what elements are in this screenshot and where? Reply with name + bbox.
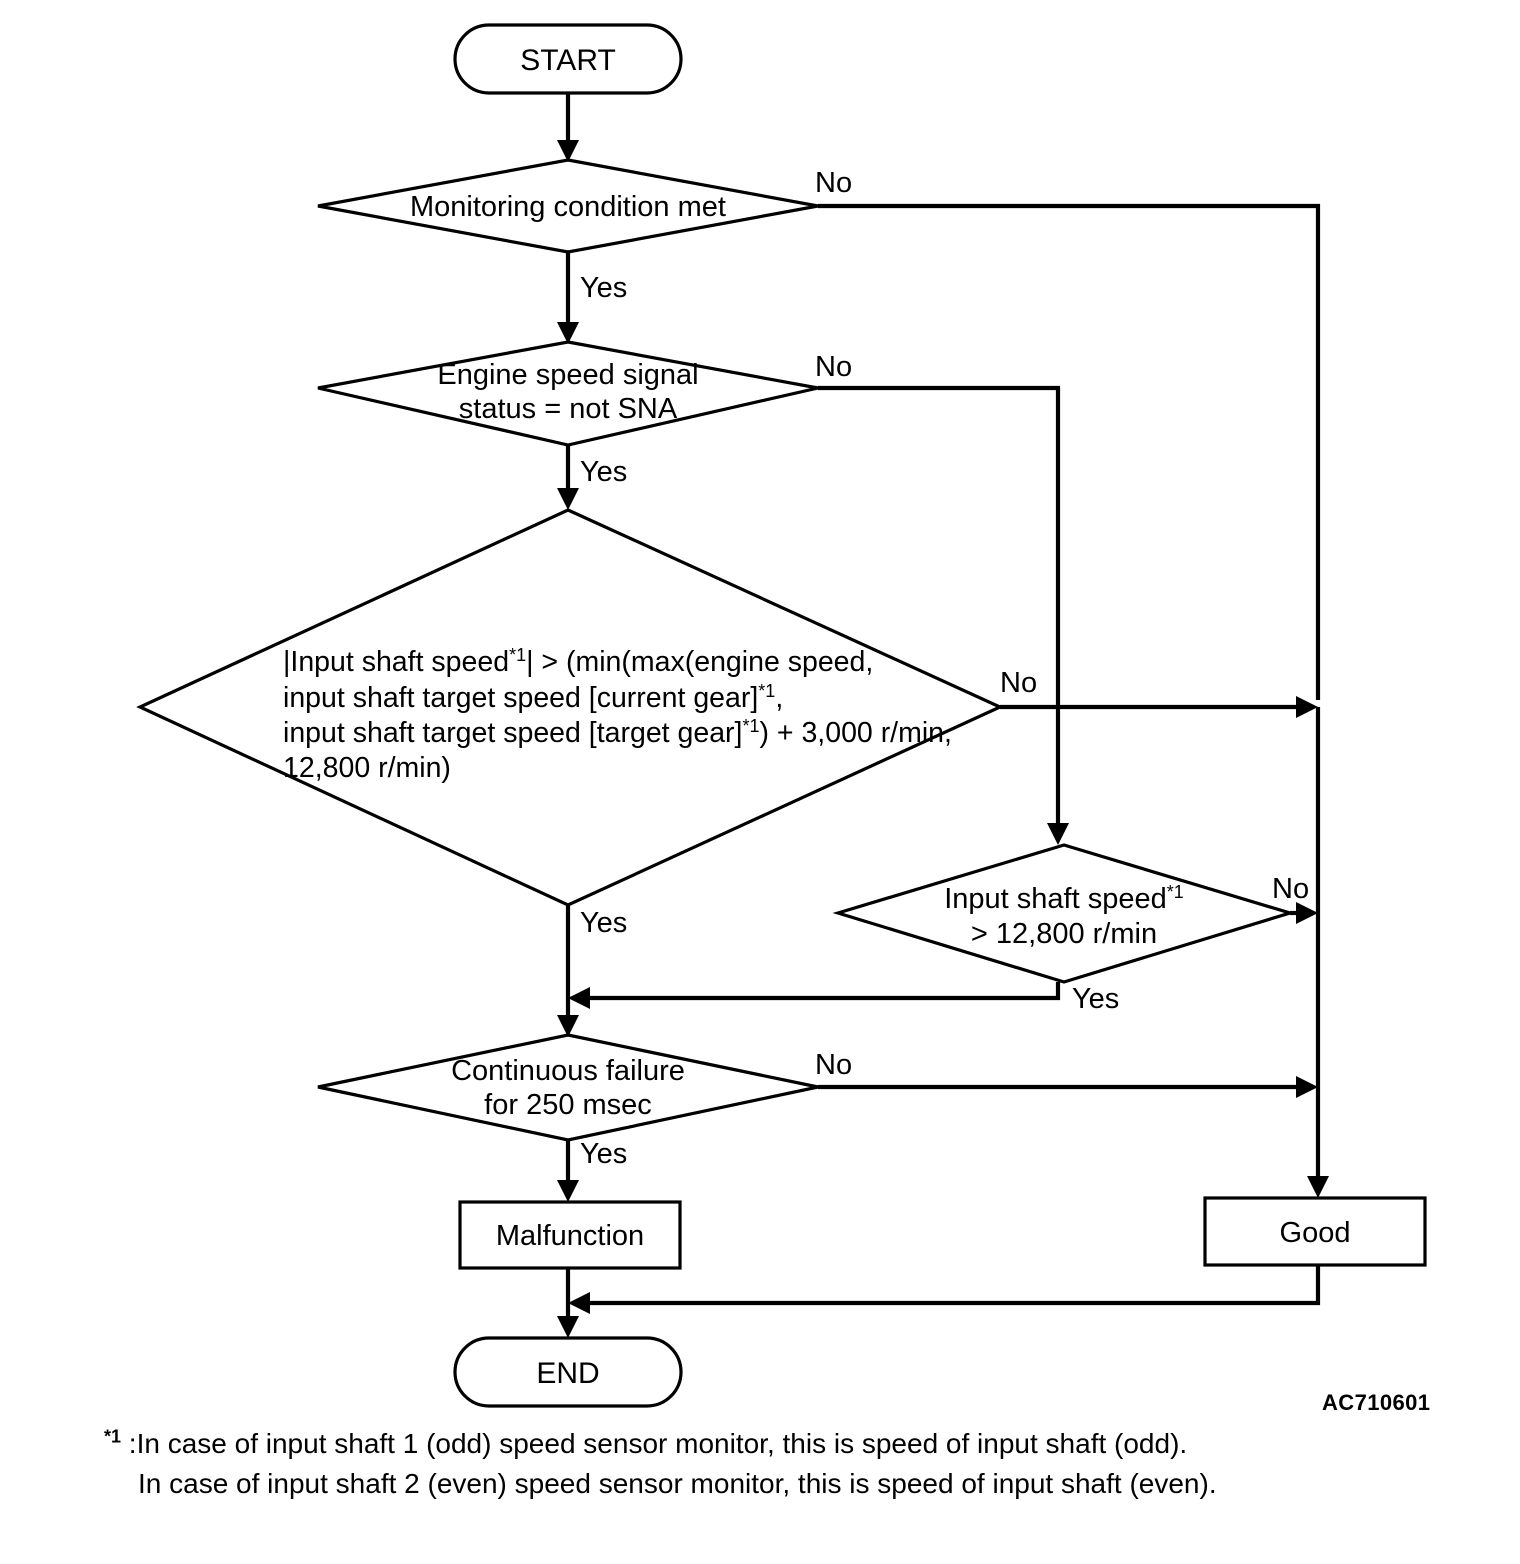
terminal-start: START [453, 23, 683, 95]
decision-engine-speed-signal-status-yes-label: Yes [580, 456, 627, 488]
decision-continuous-failure-yes-label: Yes [580, 1138, 627, 1170]
connector-engine-speed-no-to-over12800 [818, 385, 1069, 845]
connector-engine-speed-yes-to-threshold [557, 445, 579, 510]
decision-engine-speed-signal-status-no-label: No [815, 351, 852, 383]
decision-monitoring-condition-yes-label: Yes [580, 272, 627, 304]
decision-monitoring-condition-line-1: Monitoring condition met [410, 191, 726, 223]
footnote-line-1: :In case of input shaft 1 (odd) speed se… [121, 1428, 1188, 1459]
terminal-start-label: START [520, 44, 616, 77]
decision-input-shaft-speed-over-12800: Input shaft speed*1 > 12,800 r/min No Ye… [832, 843, 1309, 1015]
terminal-end-label: END [536, 1357, 599, 1390]
connector-over12800-yes-to-main-vertical [568, 982, 1061, 1009]
decision-engine-speed-signal-status-line-1: Engine speed signal [437, 359, 698, 391]
connector-continuous-failure-yes-to-malfunction [557, 1140, 579, 1202]
image-code-label: AC710601 [1322, 1390, 1430, 1415]
connector-good-to-end-merge [568, 1265, 1321, 1314]
decision-engine-speed-signal-status-line-2: status = not SNA [459, 393, 678, 425]
decision-input-shaft-speed-threshold-yes-label: Yes [580, 907, 627, 939]
decision-input-shaft-speed-threshold: |Input shaft speed*1| > (min(max(engine … [136, 508, 1037, 939]
decision-input-shaft-speed-over-12800-line-2: > 12,800 r/min [971, 918, 1157, 950]
result-malfunction: Malfunction [458, 1200, 682, 1270]
connector-continuous-failure-no-to-right-rail [818, 1076, 1318, 1098]
footnote-block: *1 :In case of input shaft 1 (odd) speed… [104, 1424, 1404, 1504]
connector-monitoring-yes-to-engine-speed [557, 252, 579, 344]
decision-input-shaft-speed-over-12800-line-1: Input shaft speed*1 [944, 882, 1184, 915]
decision-input-shaft-speed-threshold-line-1: |Input shaft speed*1| > (min(max(engine … [283, 645, 873, 678]
decision-input-shaft-speed-threshold-no-label: No [1000, 667, 1037, 699]
decision-engine-speed-signal-status: Engine speed signal status = not SNA No … [317, 340, 852, 488]
decision-input-shaft-speed-threshold-line-2: input shaft target speed [current gear]*… [283, 681, 783, 714]
connector-start-to-monitoring [557, 92, 579, 162]
connector-threshold-no-to-right-rail [1000, 696, 1318, 718]
decision-continuous-failure-line-1: Continuous failure [451, 1055, 685, 1087]
connector-right-rail-to-good [1307, 707, 1329, 1198]
terminal-end: END [453, 1336, 683, 1408]
decision-continuous-failure-no-label: No [815, 1049, 852, 1081]
footnote-marker: *1 [104, 1426, 122, 1447]
decision-input-shaft-speed-over-12800-yes-label: Yes [1072, 983, 1119, 1015]
footnote-line-2: In case of input shaft 2 (even) speed se… [138, 1468, 1217, 1499]
decision-input-shaft-speed-threshold-line-3: input shaft target speed [target gear]*1… [283, 716, 952, 749]
decision-continuous-failure-line-2: for 250 msec [484, 1089, 652, 1121]
result-good: Good [1203, 1196, 1427, 1267]
connector-monitoring-no-to-right-rail [818, 203, 1321, 700]
result-good-label: Good [1280, 1217, 1351, 1249]
decision-monitoring-condition-no-label: No [815, 167, 852, 199]
decision-input-shaft-speed-threshold-line-4: 12,800 r/min) [283, 752, 451, 784]
connector-malfunction-to-end [557, 1268, 579, 1338]
result-malfunction-label: Malfunction [496, 1220, 644, 1252]
decision-input-shaft-speed-over-12800-no-label: No [1272, 873, 1309, 905]
connector-threshold-yes-to-continuous-failure [557, 905, 579, 1037]
decision-monitoring-condition: Monitoring condition met No Yes [317, 158, 852, 304]
decision-continuous-failure: Continuous failure for 250 msec No Yes [317, 1033, 852, 1170]
